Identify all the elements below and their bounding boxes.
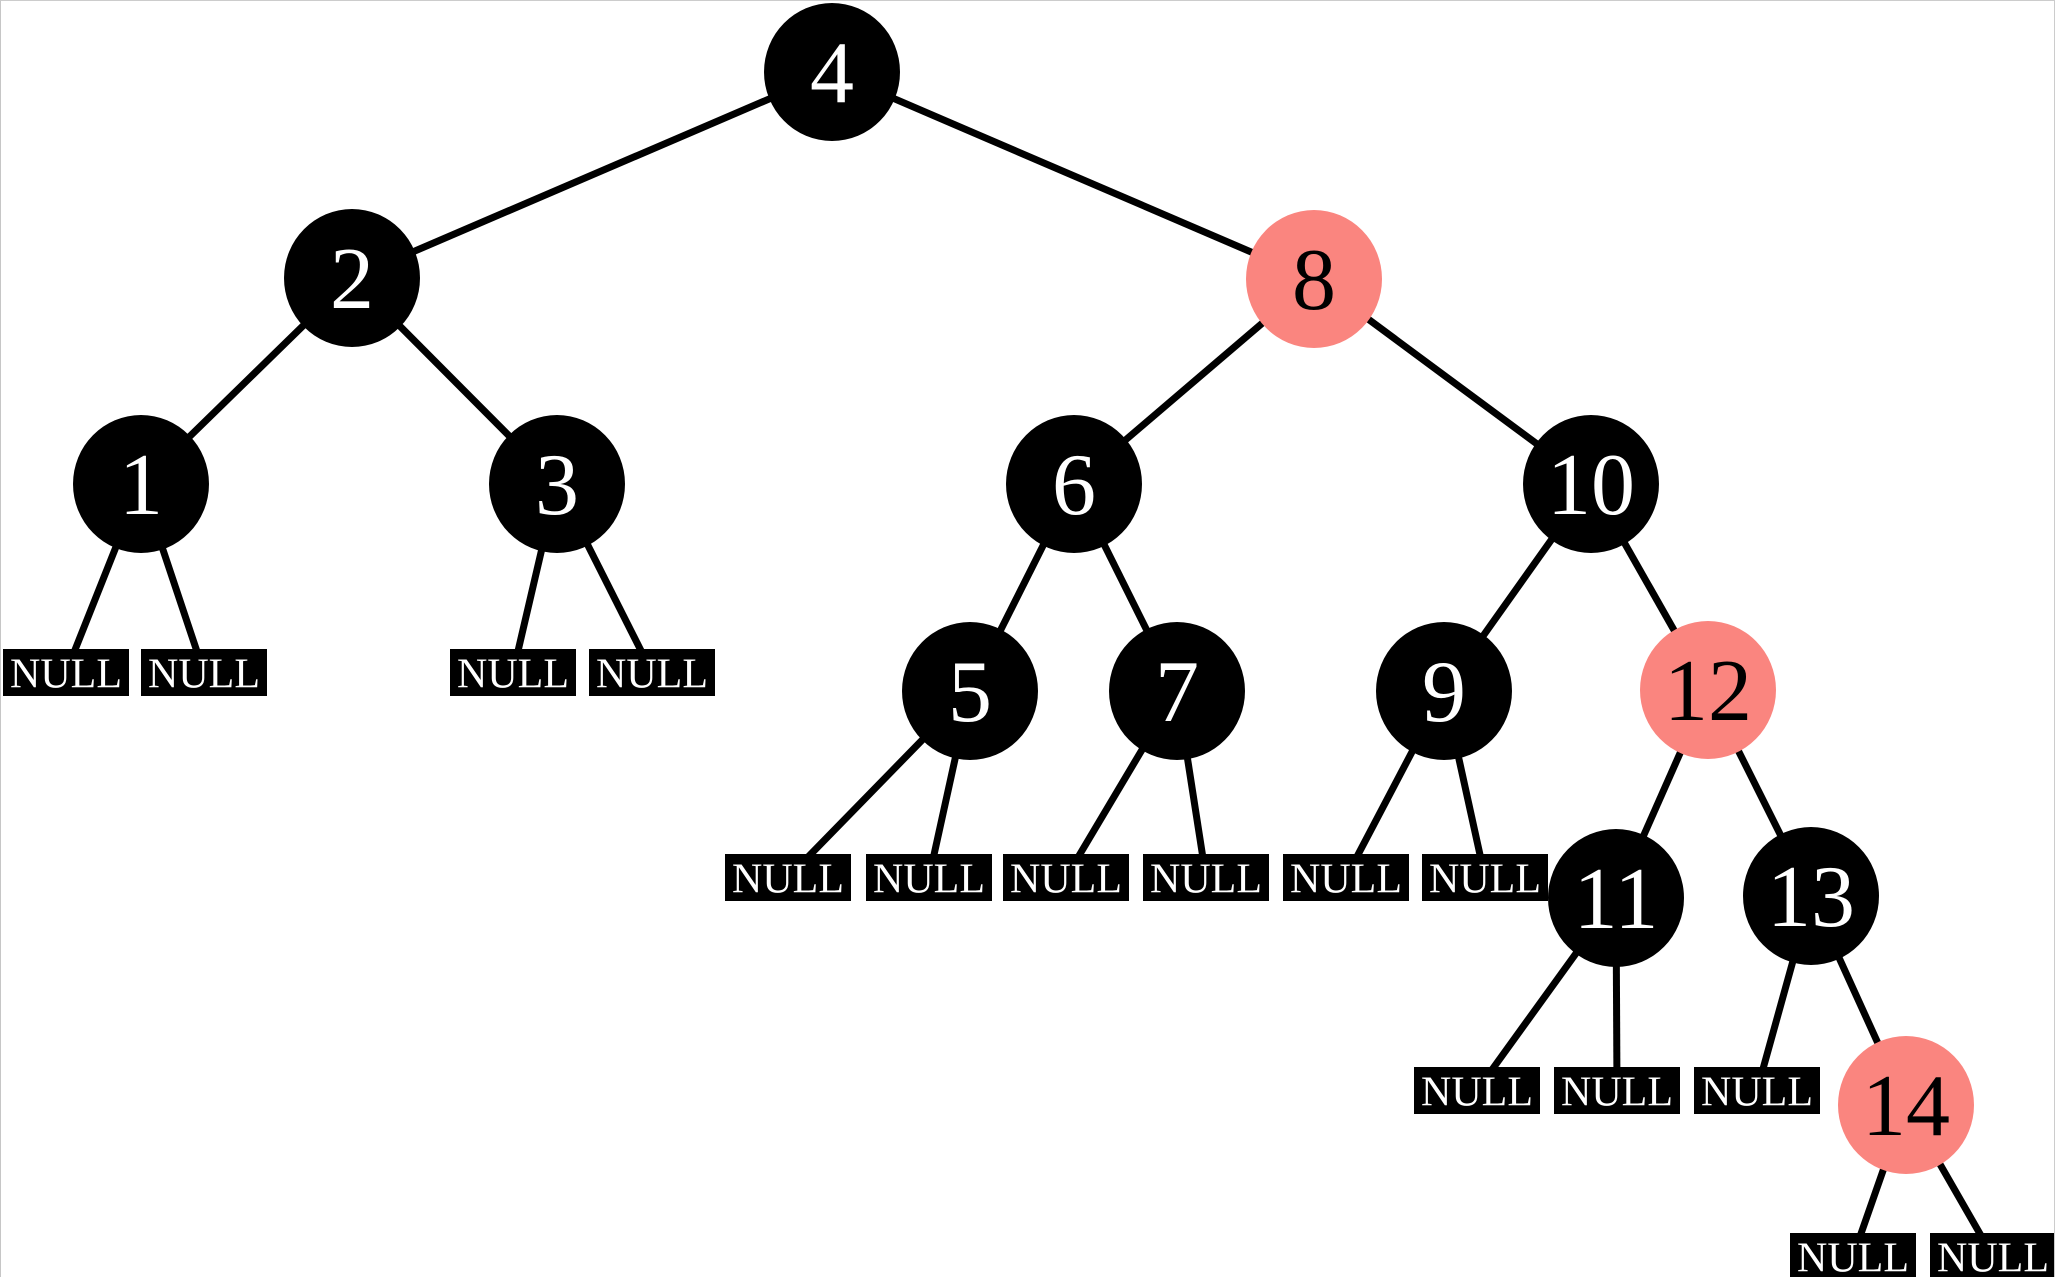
tree-node-label: 5 xyxy=(948,644,992,741)
tree-node-11: 11 xyxy=(1548,829,1684,967)
null-leaf-box xyxy=(1143,854,1269,901)
black-node-circle xyxy=(284,209,420,347)
null-leaf-label: NULL xyxy=(732,857,844,903)
black-node-circle xyxy=(764,3,900,141)
black-node-circle xyxy=(1523,415,1659,553)
black-node-circle xyxy=(1548,829,1684,967)
null-leaf-null-14L: NULL xyxy=(1790,1233,1916,1277)
tree-node-label: 2 xyxy=(330,231,374,328)
null-leaf-null-1L: NULL xyxy=(3,649,129,698)
tree-node-10: 10 xyxy=(1523,415,1659,553)
tree-node-6: 6 xyxy=(1006,415,1142,553)
null-leaf-box xyxy=(3,649,129,696)
null-leaf-box xyxy=(141,649,267,696)
null-leaf-label: NULL xyxy=(1701,1070,1813,1116)
edge-n4-n8 xyxy=(830,68,1316,283)
tree-node-5: 5 xyxy=(902,622,1038,760)
tree-node-9: 9 xyxy=(1376,622,1512,760)
red-node-circle xyxy=(1640,621,1776,759)
black-node-circle xyxy=(1376,622,1512,760)
null-leaf-null-11R: NULL xyxy=(1554,1067,1680,1116)
tree-node-label: 6 xyxy=(1052,437,1096,534)
null-leaf-label: NULL xyxy=(596,652,708,698)
tree-node-7: 7 xyxy=(1109,622,1245,760)
null-leaf-null-5L: NULL xyxy=(725,854,851,903)
null-leaf-label: NULL xyxy=(1421,1070,1533,1116)
black-node-circle xyxy=(902,622,1038,760)
null-leaf-null-13L: NULL xyxy=(1694,1067,1820,1116)
tree-node-label: 12 xyxy=(1664,643,1752,740)
null-leaf-box xyxy=(725,854,851,901)
null-leaf-label: NULL xyxy=(457,652,569,698)
null-leaf-box xyxy=(1930,1233,2054,1277)
null-leaf-box xyxy=(1422,854,1548,901)
tree-node-4: 4 xyxy=(764,3,900,141)
red-node-circle xyxy=(1838,1036,1974,1174)
null-leaf-label: NULL xyxy=(873,857,985,903)
black-node-circle xyxy=(489,415,625,553)
tree-node-label: 9 xyxy=(1422,644,1466,741)
null-leaf-null-9R: NULL xyxy=(1422,854,1548,903)
tree-node-1: 1 xyxy=(73,415,209,553)
tree-node-label: 14 xyxy=(1862,1058,1950,1155)
black-node-circle xyxy=(1109,622,1245,760)
null-leaf-null-14R: NULL xyxy=(1930,1233,2054,1277)
null-leaf-label: NULL xyxy=(1937,1236,2049,1277)
null-leaf-box xyxy=(1414,1067,1540,1114)
black-node-circle xyxy=(1006,415,1142,553)
null-leaf-label: NULL xyxy=(1797,1236,1909,1277)
null-leaf-label: NULL xyxy=(1290,857,1402,903)
tree-node-label: 3 xyxy=(535,437,579,534)
black-node-circle xyxy=(73,415,209,553)
null-leaf-null-9L: NULL xyxy=(1283,854,1409,903)
null-leaf-label: NULL xyxy=(1561,1070,1673,1116)
null-leaf-null-3L: NULL xyxy=(450,649,576,698)
null-leaf-null-3R: NULL xyxy=(589,649,715,698)
null-leaf-label: NULL xyxy=(1010,857,1122,903)
tree-node-label: 7 xyxy=(1155,644,1199,741)
null-leaf-label: NULL xyxy=(1150,857,1262,903)
null-leaf-null-11L: NULL xyxy=(1414,1067,1540,1116)
tree-node-14: 14 xyxy=(1838,1036,1974,1174)
null-leaf-null-5R: NULL xyxy=(866,854,992,903)
null-leaf-box xyxy=(1790,1233,1916,1277)
tree-node-13: 13 xyxy=(1743,827,1879,965)
tree-node-3: 3 xyxy=(489,415,625,553)
null-leaf-box xyxy=(866,854,992,901)
null-leaf-box xyxy=(1554,1067,1680,1114)
red-node-circle xyxy=(1246,210,1382,348)
edge-n4-n2 xyxy=(350,68,834,282)
tree-node-label: 1 xyxy=(119,437,163,534)
null-leaf-label: NULL xyxy=(148,652,260,698)
null-leaf-null-7L: NULL xyxy=(1003,854,1129,903)
tree-node-label: 4 xyxy=(810,25,854,122)
null-leaf-box xyxy=(1694,1067,1820,1114)
null-leaf-null-7R: NULL xyxy=(1143,854,1269,903)
black-node-circle xyxy=(1743,827,1879,965)
null-leaf-box xyxy=(1003,854,1129,901)
null-leaf-label: NULL xyxy=(1429,857,1541,903)
null-leaf-box xyxy=(450,649,576,696)
null-leaf-label: NULL xyxy=(10,652,122,698)
tree-node-label: 13 xyxy=(1767,849,1855,946)
tree-node-label: 10 xyxy=(1547,437,1635,534)
tree-node-8: 8 xyxy=(1246,210,1382,348)
null-leaf-box xyxy=(1283,854,1409,901)
null-leaf-box xyxy=(589,649,715,696)
tree-node-12: 12 xyxy=(1640,621,1776,759)
tree-node-2: 2 xyxy=(284,209,420,347)
tree-node-label: 11 xyxy=(1574,851,1659,948)
tree-node-label: 8 xyxy=(1292,232,1336,329)
null-leaf-null-1R: NULL xyxy=(141,649,267,698)
